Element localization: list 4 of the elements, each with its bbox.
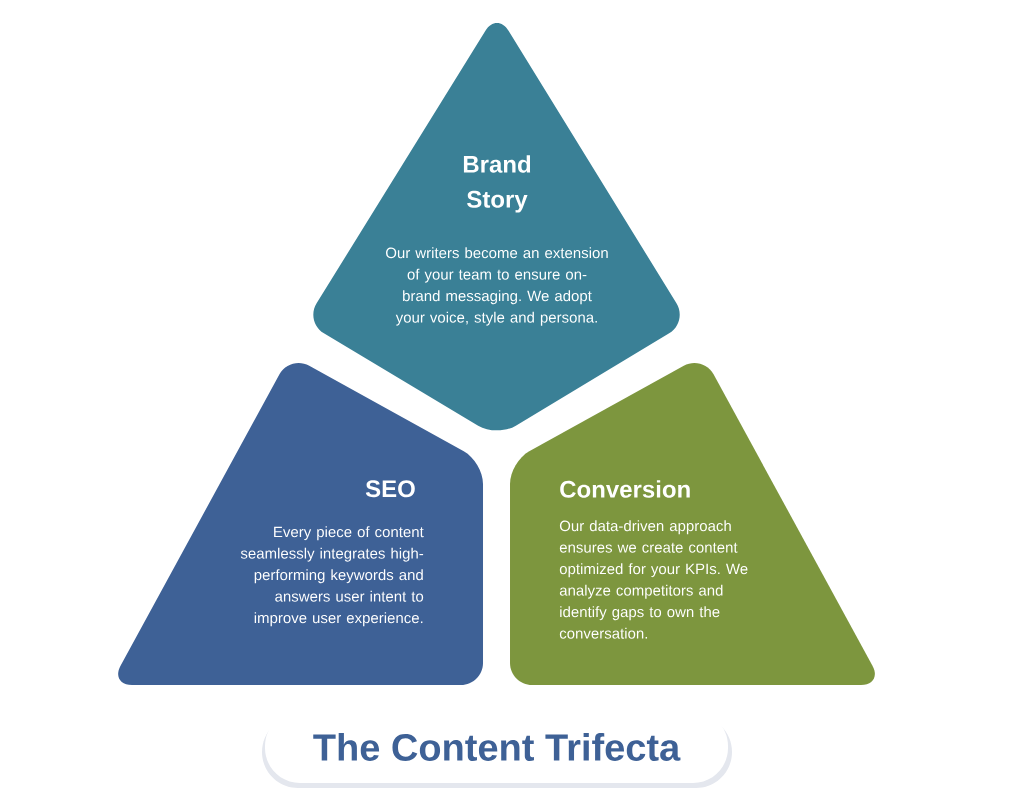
triangle-panel: SEO Every piece of content seamlessly integrates high-performing keywords and answers user intent to improve user experience. [118, 362, 483, 685]
title-banner: The Content Trifecta [262, 711, 732, 788]
triangle-panel: Brand Story Our writers become an extension of your team to ensure on-brand messaging. We adopt your voice, style and persona. [313, 22, 680, 431]
triangle-panel: Conversion Our data-driven approach ensures we create content optimized for your KPIs. We analyze competitors and identify gaps to own the conversation. [510, 362, 875, 685]
